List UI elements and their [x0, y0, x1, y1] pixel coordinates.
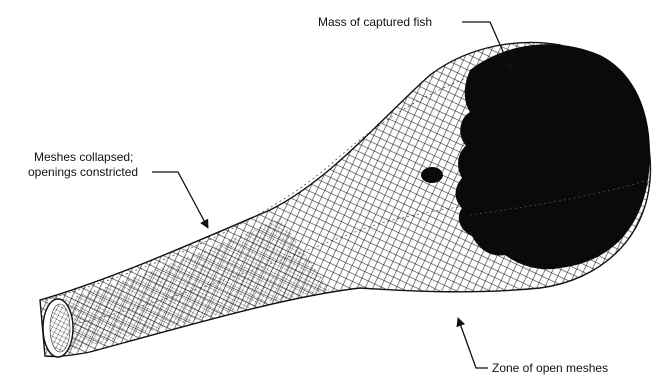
arrow-collapsed	[152, 172, 208, 228]
label-openings-constricted: openings constricted	[28, 165, 138, 179]
fish-mass-shape	[456, 44, 650, 269]
fish-clump	[421, 167, 443, 183]
label-mass-of-captured-fish: Mass of captured fish	[318, 15, 432, 29]
tail-opening-inner	[50, 304, 70, 352]
label-zone-of-open-meshes: Zone of open meshes	[492, 361, 608, 375]
label-meshes-collapsed: Meshes collapsed;	[34, 150, 133, 164]
arrow-open-zone	[458, 318, 488, 368]
